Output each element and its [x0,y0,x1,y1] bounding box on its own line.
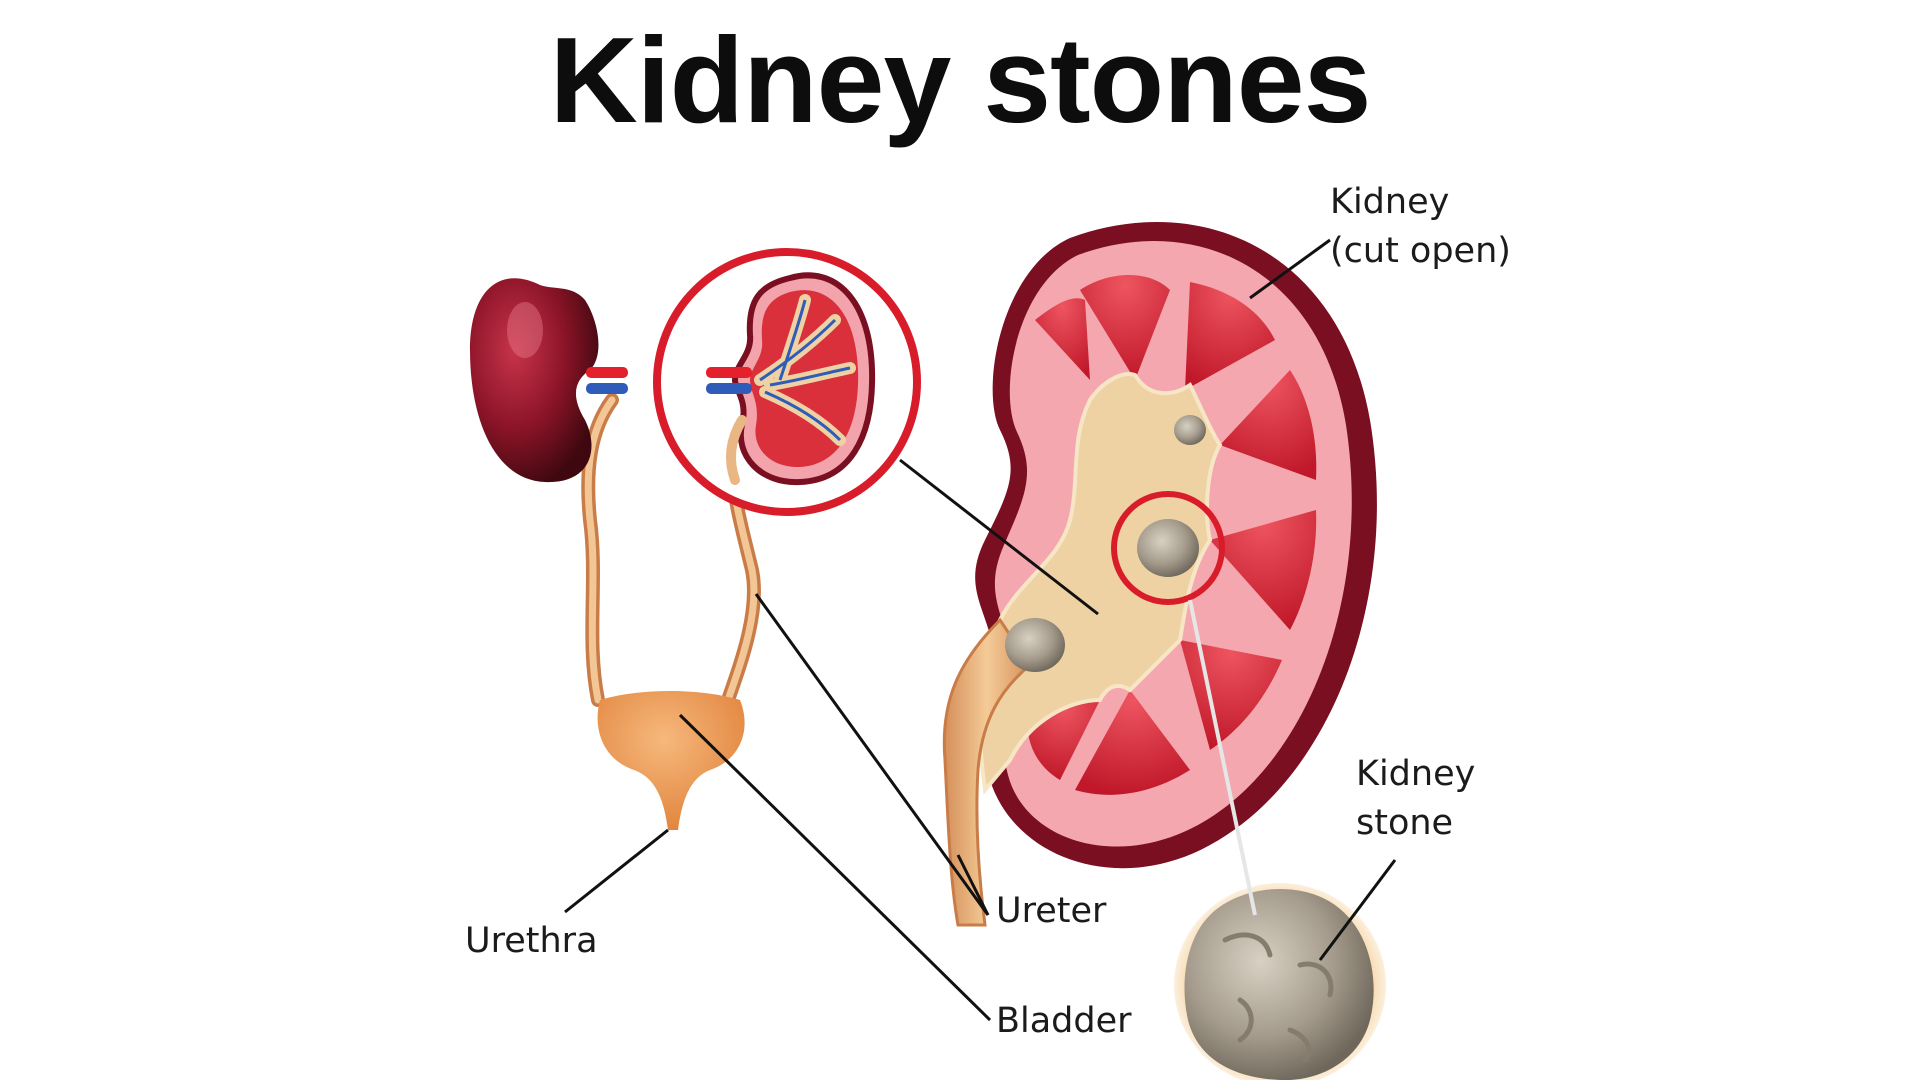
leader-ureter-b [956,854,990,916]
page-title: Kidney stones [549,12,1372,148]
renal-vein [586,383,628,394]
leader-urethra [564,828,669,914]
kidney [470,278,599,483]
highlighted-stone [1137,519,1199,577]
label-kidney-stone-line-2: stone [1356,803,1454,843]
label-kidney-stone-line-1: Kidney [1356,754,1476,794]
large-ureter [942,617,1032,927]
large-kidney-cut-open [942,222,1377,927]
label-bladder: Bladder [996,1001,1132,1041]
label-kidney-stone: Kidney stone [1356,750,1475,848]
leader-stone-to-closeup [1188,599,1257,916]
label-ureter: Ureter [996,891,1107,931]
stone-highlight-ring [1111,491,1225,605]
leader-kidney-cut-open [1249,238,1331,300]
bladder [597,691,745,830]
leader-lines [564,238,1397,1022]
leader-kidney-stone [1318,859,1397,961]
small-stone-pelvis [1005,618,1065,672]
label-kidney-cut-open: Kidney (cut open) [1330,178,1511,276]
leader-zoom [899,458,1099,616]
label-kidney-cut-open-line-2: (cut open) [1330,231,1511,271]
zoom-highlight [653,248,921,516]
label-kidney-cut-open-line-1: Kidney [1330,182,1450,222]
label-urethra: Urethra [465,921,598,961]
renal-pelvis [978,372,1223,795]
leader-ureter-a [754,593,990,916]
small-stone-top [1174,415,1206,445]
renal-artery [586,367,628,378]
kidney-stone-closeup [1174,883,1386,1080]
leader-bladder [678,713,992,1022]
big-stone [1184,889,1374,1080]
